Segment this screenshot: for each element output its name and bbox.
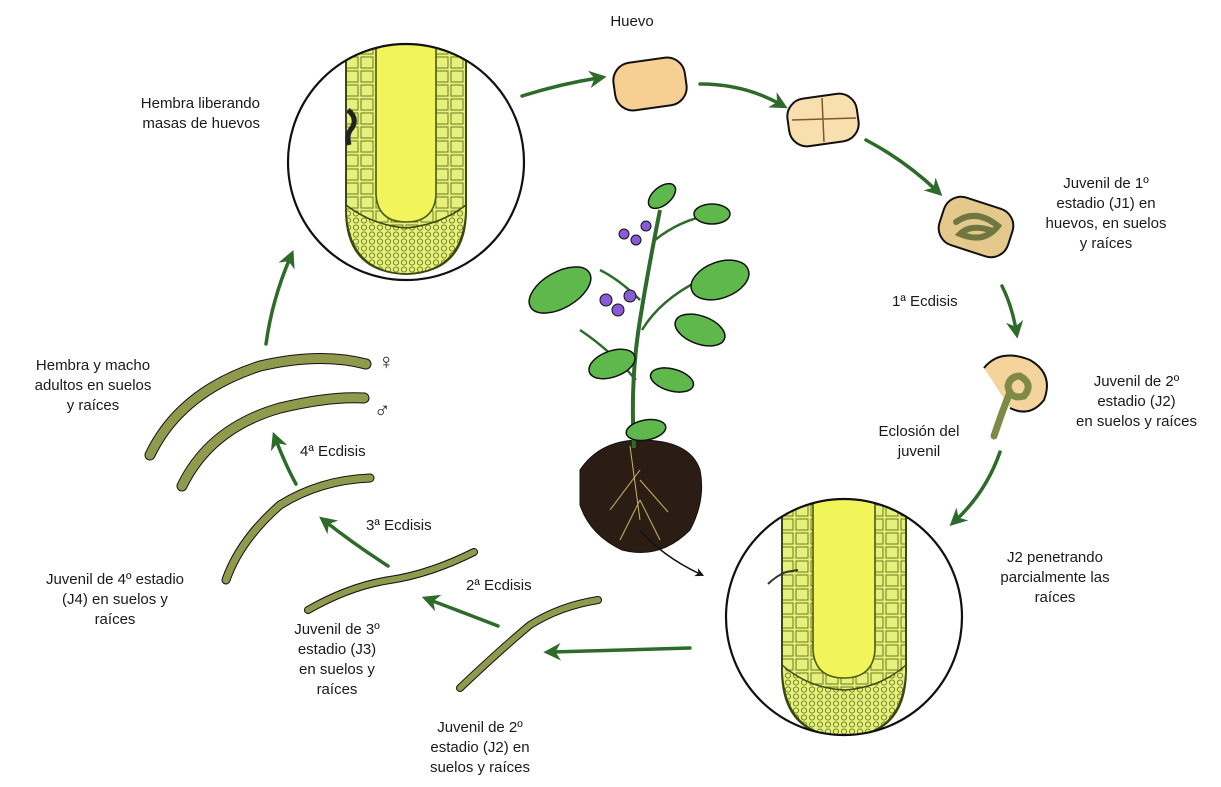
label-ecdisis-1: 1ª Ecdisis	[892, 292, 982, 312]
arrow-adults-to-female	[266, 258, 290, 344]
label-juvenil-3: Juvenil de 3º estadio (J3) en suelos y r…	[262, 620, 412, 700]
arrow-divided-to-j1	[866, 140, 936, 190]
label-hembra-liberando: Hembra liberando masas de huevos	[90, 94, 260, 134]
egg-single	[611, 55, 689, 113]
label-juvenil-2-bottom: Juvenil de 2º estadio (J2) en suelos y r…	[400, 718, 560, 778]
label-juvenil-2-egg: Juvenil de 2º estadio (J2) en suelos y r…	[1052, 372, 1221, 432]
worm-j2-bottom	[460, 600, 598, 688]
label-j2-penetrando: J2 penetrando parcialmente las raíces	[980, 548, 1130, 608]
label-adultos: Hembra y macho adultos en suelos y raíce…	[8, 356, 178, 416]
arrow-hatching-to-root	[956, 452, 1000, 520]
arrow-root-to-j2	[552, 648, 690, 652]
egg-hatching	[984, 356, 1047, 437]
root-circle-j2	[726, 490, 962, 737]
female-symbol: ♀	[378, 350, 402, 374]
arrow-female-to-egg	[522, 78, 598, 96]
label-ecdisis-4: 4ª Ecdisis	[300, 442, 396, 462]
arrow-egg-to-divided	[700, 84, 780, 104]
arrow-j1-to-hatching	[1002, 286, 1016, 330]
worm-j3	[308, 552, 474, 610]
arrow-j2-to-j3	[430, 600, 498, 626]
soybean-plant	[522, 179, 755, 574]
label-juvenil-1: Juvenil de 1º estadio (J1) en huevos, en…	[1020, 174, 1192, 254]
egg-divided	[785, 91, 861, 148]
label-juvenil-4: Juvenil de 4º estadio (J4) en suelos y r…	[10, 570, 220, 630]
label-ecdisis-3: 3ª Ecdisis	[366, 516, 462, 536]
male-symbol: ♂	[374, 398, 398, 422]
label-eclosion: Eclosión del juvenil	[856, 422, 982, 462]
egg-with-j1	[934, 192, 1018, 262]
worm-female	[150, 358, 366, 455]
arrow-j4-to-adults	[276, 440, 296, 484]
root-circle-female	[288, 30, 524, 280]
label-huevo: Huevo	[600, 12, 664, 32]
label-ecdisis-2: 2ª Ecdisis	[466, 576, 562, 596]
worm-j4	[226, 478, 370, 580]
